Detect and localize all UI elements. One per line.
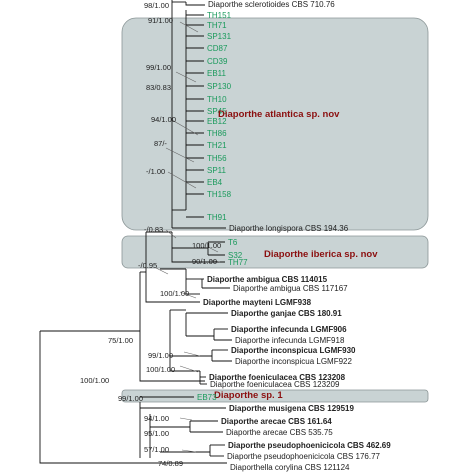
isolate-label: EB73 [197, 393, 217, 402]
tip-labels: Diaporthe sclerotioides CBS 710.76 TH151… [197, 0, 391, 472]
isolate-label: SP130 [207, 82, 232, 91]
support-value: 95/1.00 [144, 429, 169, 438]
tip-label: Diaporthe foeniculacea CBS 123208 [209, 373, 346, 382]
tip-label: Diaporthe ganjae CBS 180.91 [231, 309, 342, 318]
isolate-label: CD87 [207, 44, 228, 53]
support-value: 98/1.00 [144, 1, 169, 10]
sp1-clade-box [121, 389, 429, 403]
tip-label: Diaporthe inconspicua LGMF922 [235, 357, 353, 366]
support-value: 83/0.83 [146, 83, 171, 92]
tip-label: Diaporthe pseudophoenicicola CBS 176.77 [227, 452, 381, 461]
support-value: 75/1.00 [108, 336, 133, 345]
iberica-clade-box [121, 235, 429, 269]
support-values: 98/1.00 91/1.00 99/1.00 83/0.83 94/1.00 … [80, 1, 221, 468]
isolate-label: EB4 [207, 178, 223, 187]
isolate-label: SP45 [207, 107, 227, 116]
tip-label: Diaporthe mayteni LGMF938 [203, 298, 312, 307]
tip-label: Diaporthe pseudophoenicicola CBS 462.69 [228, 441, 391, 450]
isolate-label: TH56 [207, 154, 227, 163]
isolate-label: TH10 [207, 95, 227, 104]
isolate-label: TH77 [228, 258, 248, 267]
support-value: 87/- [154, 139, 167, 148]
isolate-label: EB11 [207, 69, 227, 78]
iberica-clade-label: Diaporthe iberica sp. nov [264, 249, 378, 260]
tip-label: Diaporthella corylina CBS 121124 [230, 463, 350, 472]
isolate-label: EB12 [207, 117, 227, 126]
support-value: 90/1.00 [192, 257, 217, 266]
isolate-label: TH91 [207, 213, 227, 222]
support-value: -/1.00 [146, 167, 165, 176]
isolate-label: S32 [228, 251, 243, 260]
support-value: -/0.83 [144, 225, 163, 234]
tip-label: Diaporthe arecae CBS 161.64 [221, 417, 332, 426]
sp1-clade-label: Diaporthe sp. 1 [214, 390, 283, 401]
support-value: 100/1.00 [192, 241, 221, 250]
support-leaders [155, 21, 221, 453]
support-value: 100/1.00 [80, 376, 109, 385]
support-value: 57/1.00 [144, 445, 169, 454]
support-value: 94/1.00 [144, 414, 169, 423]
tip-label: Diaporthe longispora CBS 194.36 [229, 224, 349, 233]
support-value: 100/1.00 [160, 289, 189, 298]
tip-label: Diaporthe arecae CBS 535.75 [226, 428, 333, 437]
isolate-label: SP11 [207, 166, 227, 175]
tip-label: Diaporthe ambigua CBS 117167 [233, 284, 348, 293]
support-value: 94/1.00 [151, 115, 176, 124]
isolate-label: TH151 [207, 11, 232, 20]
isolate-label: T6 [228, 238, 238, 247]
support-value: 100/1.00 [146, 365, 175, 374]
tip-label: Diaporthe ambigua CBS 114015 [207, 275, 328, 284]
isolate-label: TH158 [207, 190, 232, 199]
isolate-label: SP131 [207, 32, 232, 41]
tip-label: Diaporthe sclerotioides CBS 710.76 [208, 0, 335, 9]
support-value: -/0.95 [138, 261, 157, 270]
isolate-label: TH71 [207, 21, 227, 30]
support-value: 99/1.00 [118, 394, 143, 403]
isolate-label: TH21 [207, 141, 227, 150]
support-value: 74/0.89 [158, 459, 183, 468]
atlantica-clade-box [121, 17, 429, 231]
tip-label: Diaporthe musigena CBS 129519 [229, 404, 354, 413]
isolate-label: CD39 [207, 57, 228, 66]
support-value: 99/1.00 [146, 63, 171, 72]
tip-label: Diaporthe infecunda LGMF906 [231, 325, 347, 334]
tip-label: Diaporthe infecunda LGMF918 [235, 336, 345, 345]
tree-branches [39, 0, 232, 464]
support-value: 99/1.00 [148, 351, 173, 360]
tip-label: Diaporthe inconspicua LGMF930 [231, 346, 356, 355]
isolate-label: TH86 [207, 129, 227, 138]
tip-label: Diaporthe foeniculacea CBS 123209 [210, 380, 340, 389]
atlantica-clade-label: Diaporthe atlantica sp. nov [218, 109, 340, 120]
support-value: 91/1.00 [148, 16, 173, 25]
